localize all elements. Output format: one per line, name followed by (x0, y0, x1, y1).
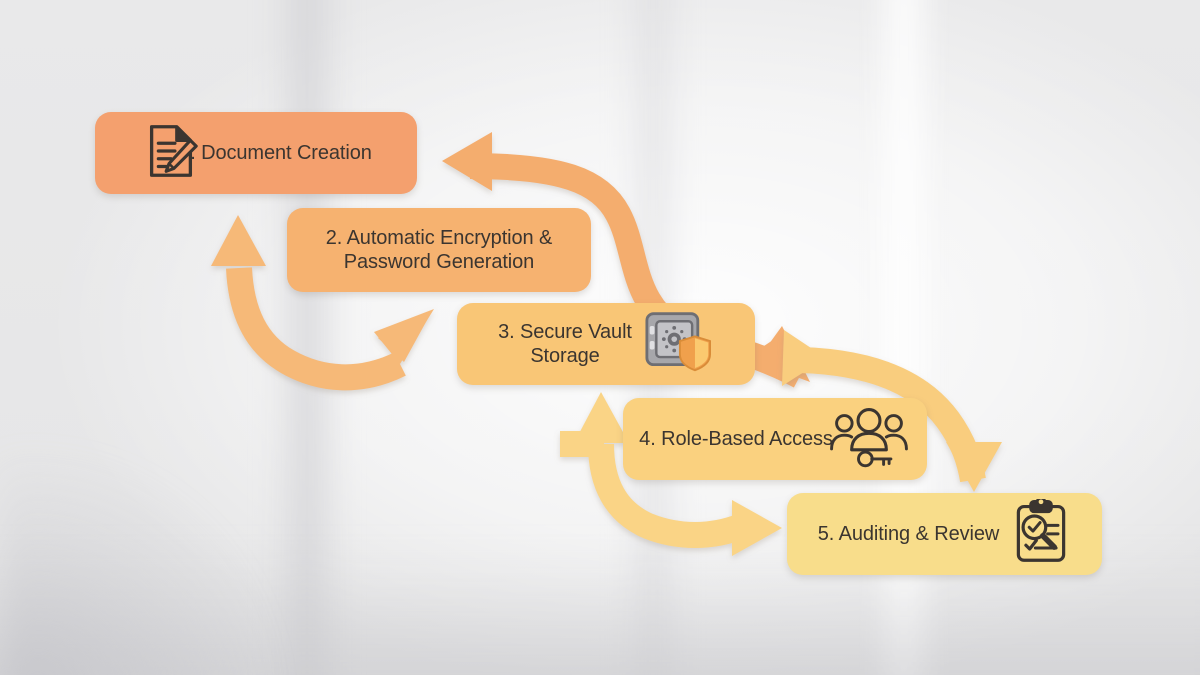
step-label-1: . Document Creation (190, 141, 372, 164)
document-pencil-icon (140, 120, 202, 187)
step-box-role-based-access[interactable]: 4. Role-Based Access (623, 398, 927, 480)
connector-arrow-left-upper (211, 215, 434, 391)
step-box-secure-vault-storage[interactable]: 3. Secure Vault Storage (457, 303, 755, 385)
step-label-4: 4. Role-Based Access (639, 427, 833, 450)
step-box-document-creation[interactable]: . Document Creation (95, 112, 417, 194)
users-key-icon (827, 404, 911, 475)
clipboard-audit-icon (1011, 496, 1071, 570)
vault-shield-icon (642, 309, 714, 380)
step-box-automatic-encryption[interactable]: 2. Automatic Encryption & Password Gener… (287, 208, 591, 292)
step-label-5: 5. Auditing & Review (817, 522, 1000, 545)
connector-arrow-left-lower (560, 392, 782, 556)
connector-arrow-lower-right (782, 330, 1002, 492)
step-box-auditing-review[interactable]: 5. Auditing & Review (787, 493, 1102, 575)
step-label-2: 2. Automatic Encryption & Password Gener… (325, 226, 553, 273)
step-label-3: 3. Secure Vault Storage (498, 320, 632, 367)
